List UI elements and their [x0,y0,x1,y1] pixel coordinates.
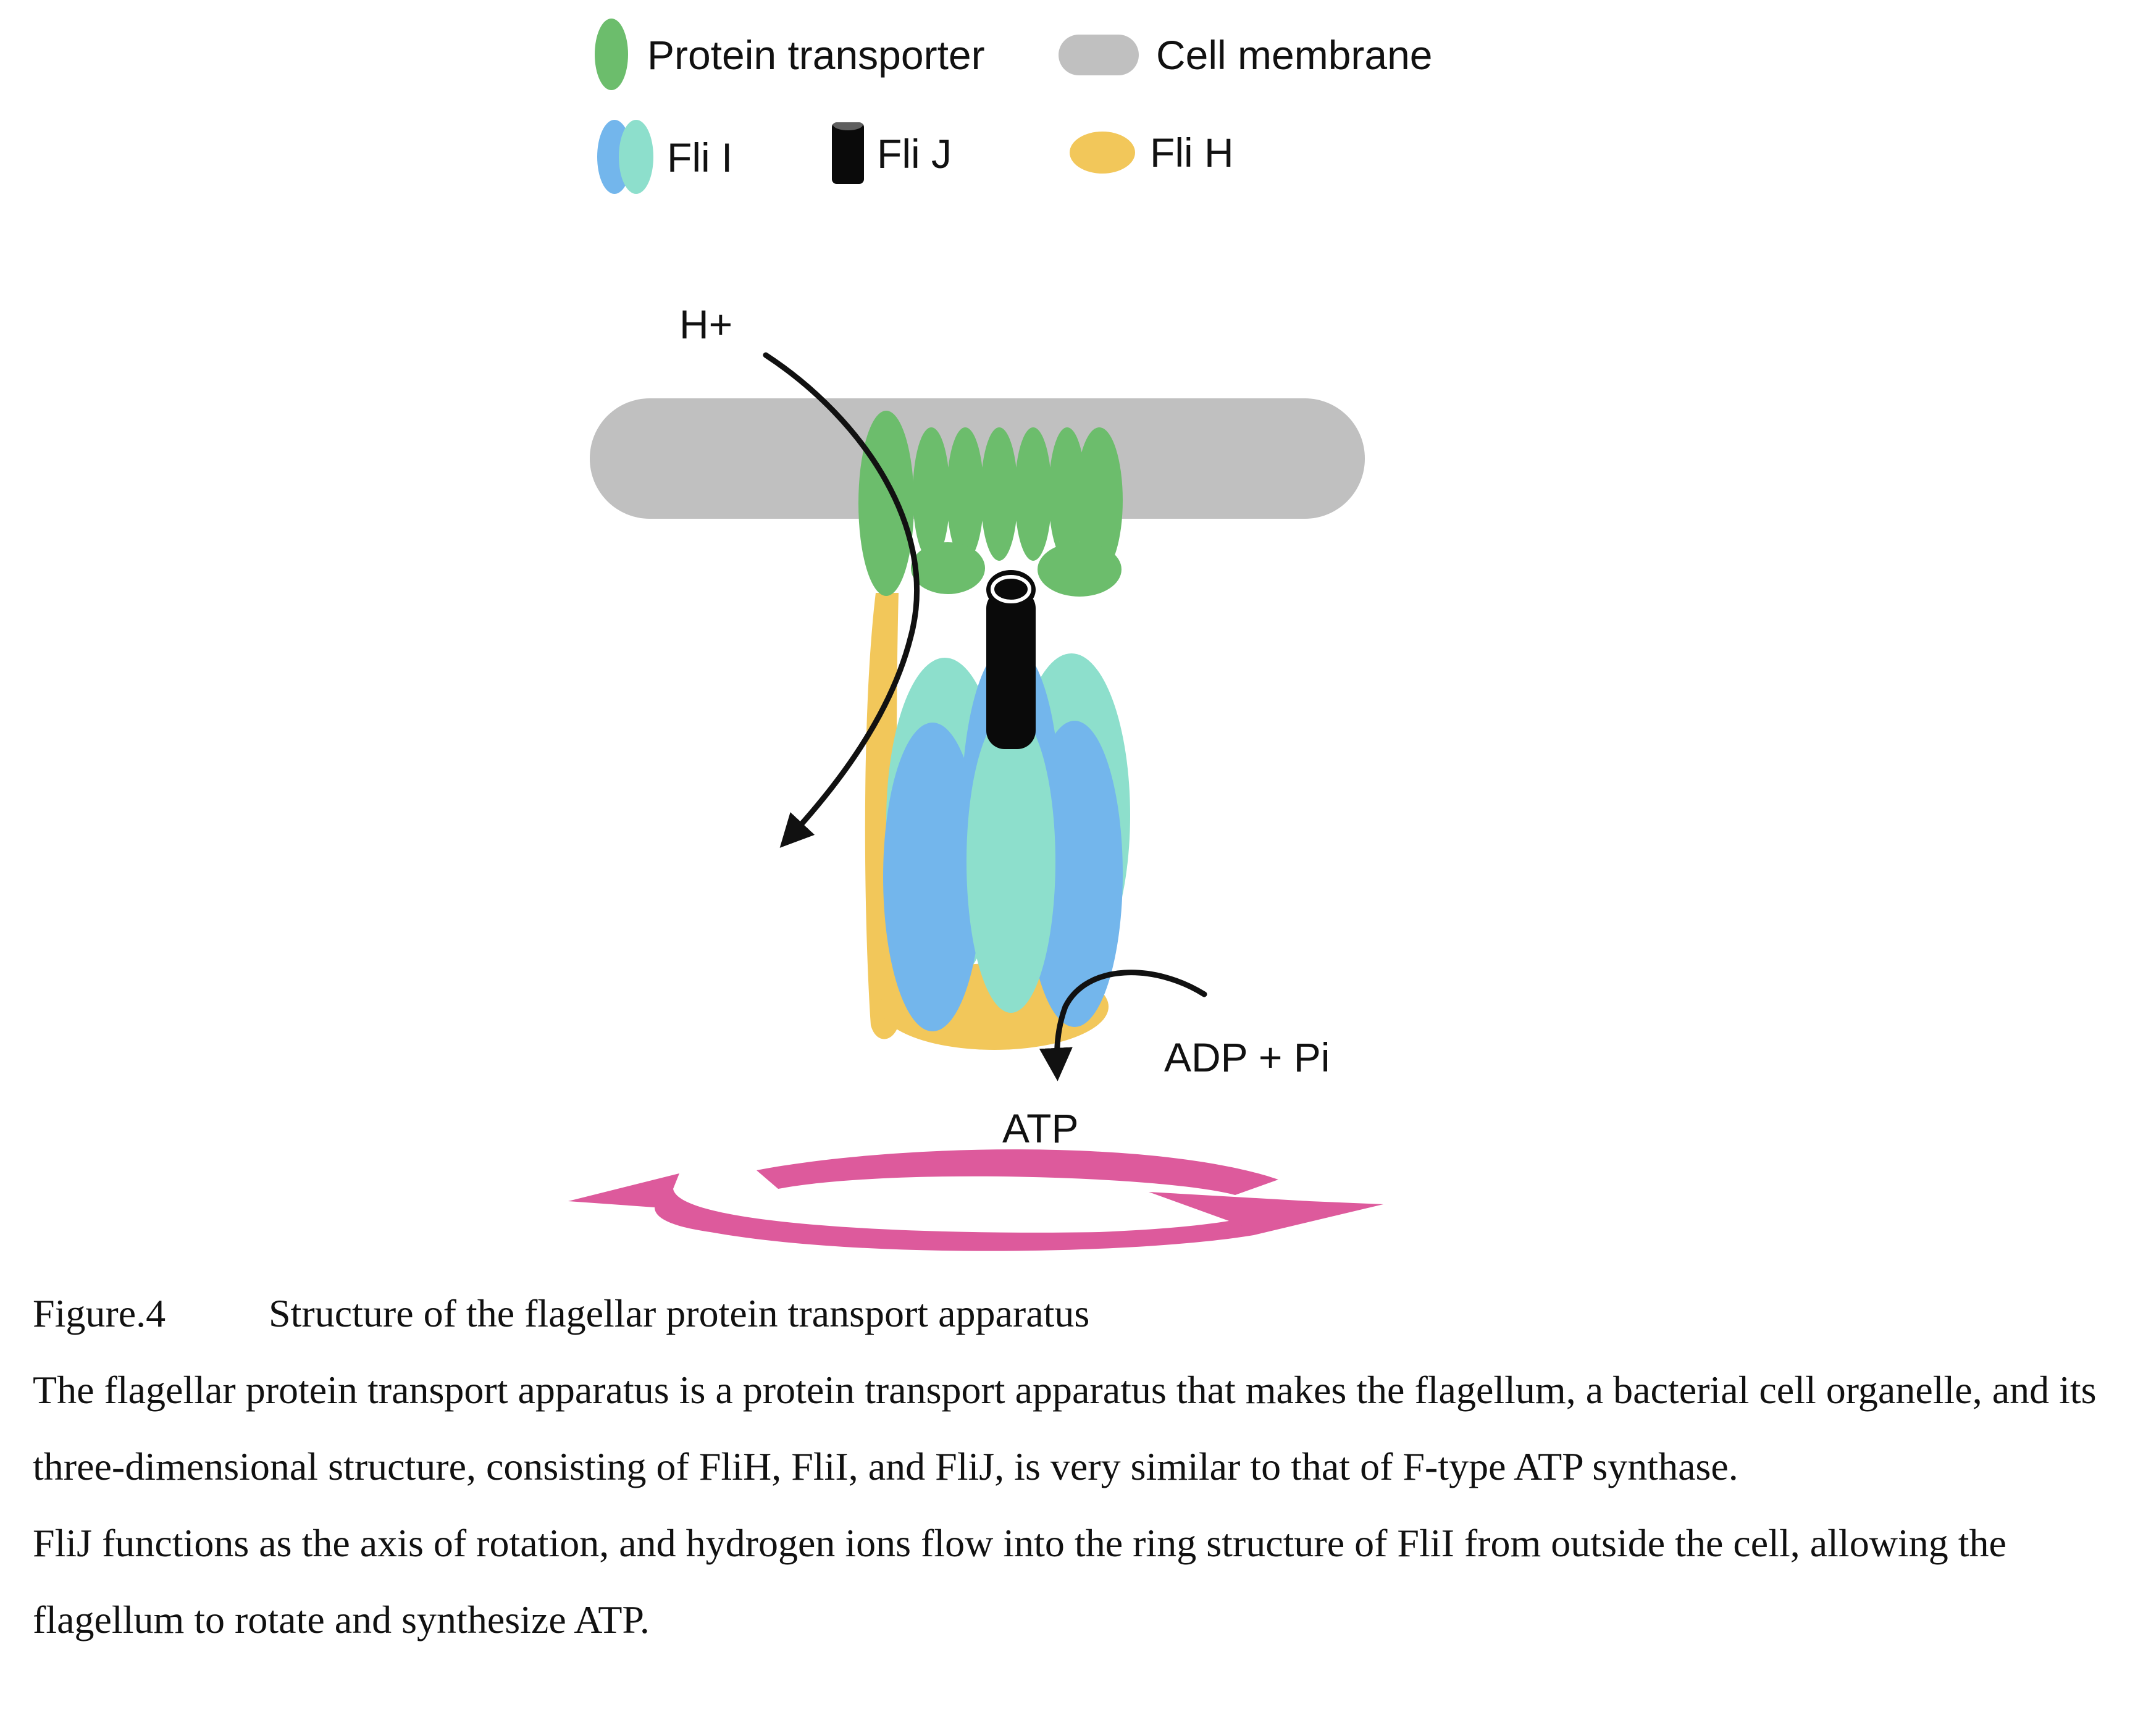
legend-flih-label: Fli H [1150,130,1234,175]
transporter-lobe [1049,427,1086,561]
flii-subunit-teal [966,710,1055,1013]
transporter-lobe [1076,427,1123,573]
legend-flij-label: Fli J [877,131,952,177]
rotation-arrow-right-head [1149,1192,1309,1232]
rotation-arrow-top [757,1149,1278,1195]
legend-transporter: Protein transporter [595,19,985,90]
transporter-lobe [1015,427,1052,561]
flij-axis [986,570,1036,749]
figure-number: Figure.4 [33,1291,166,1335]
legend-flih: Fli H [1070,130,1234,175]
legend-flij-swatch-top [833,119,863,130]
legend-flih-swatch [1070,132,1135,174]
atp-label: ATP [1002,1105,1078,1151]
legend-flii-label: Fli I [667,135,732,180]
caption-heading: Figure.4 Structure of the flagellar prote… [33,1275,2108,1352]
atp-synthesis-arrow [1039,970,1207,1081]
legend: Protein transporter Cell membrane Fli I … [595,19,1433,194]
caption-paragraph-1: The flagellar protein transport apparatu… [33,1368,2097,1488]
proton-label: H+ [679,301,732,347]
legend-flij: Fli J [832,119,952,184]
legend-flii-teal-swatch [619,120,653,194]
legend-membrane-label: Cell membrane [1156,32,1433,78]
protein-transporter [858,411,1123,597]
legend-transporter-swatch [595,19,628,90]
transporter-lobe [858,411,914,596]
transporter-foot [911,542,985,594]
rotation-arrow-bottom [568,1173,1383,1251]
legend-transporter-label: Protein transporter [647,32,985,78]
rotation-arrows [568,1149,1383,1251]
proton-flow-arrow [763,352,920,848]
transporter-lobe [913,427,950,561]
transporter-lobe [947,427,984,561]
flii-ring [883,644,1130,1031]
legend-membrane: Cell membrane [1059,32,1433,78]
figure-caption: Figure.4 Structure of the flagellar prote… [33,1275,2108,1658]
legend-flij-swatch [832,122,864,184]
legend-flii: Fli I [597,120,732,194]
flij-top-rim [991,575,1031,603]
diagram: Protein transporter Cell membrane Fli I … [568,19,1433,1251]
adp-label: ADP + Pi [1164,1034,1330,1080]
flii-subunit-blue [883,723,982,1031]
transporter-foot [1038,542,1122,597]
legend-membrane-swatch [1059,35,1139,75]
figure-title: Structure of the flagellar protein trans… [269,1291,1090,1335]
flij-shaft [986,590,1036,749]
caption-paragraph-2: FliJ functions as the axis of rotation, … [33,1521,2006,1642]
transporter-lobe [981,427,1018,561]
